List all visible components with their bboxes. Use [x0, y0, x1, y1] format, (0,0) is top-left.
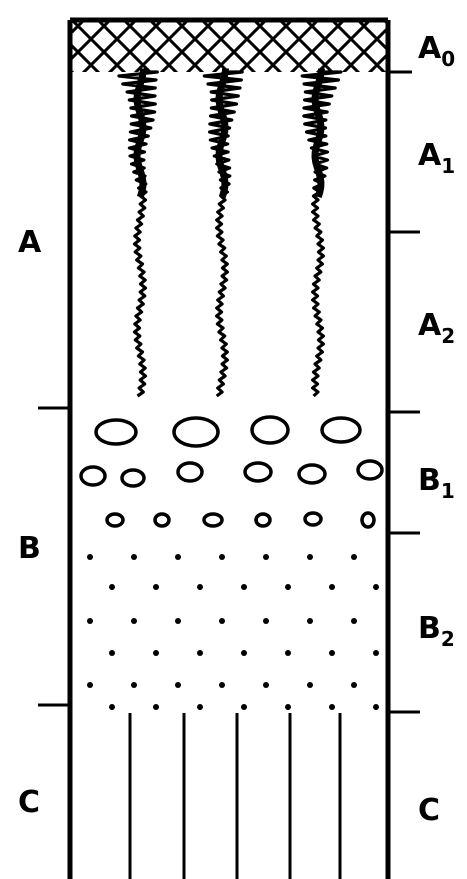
- b2-dot: [87, 554, 93, 560]
- leaching-streak-core: [133, 68, 148, 199]
- concretion-oval: [172, 416, 220, 448]
- b2-dot: [131, 554, 137, 560]
- b2-dot: [241, 650, 247, 656]
- b2-dot: [373, 584, 379, 590]
- concretion-oval: [254, 512, 272, 528]
- b2-dot: [131, 682, 137, 688]
- b2-dot: [219, 682, 225, 688]
- b2-dot: [351, 554, 357, 560]
- label-a2: A2: [418, 308, 455, 348]
- concretion-oval: [153, 512, 171, 528]
- b2-dot: [109, 650, 115, 656]
- leaching-streak-core: [215, 68, 230, 199]
- b2-dot: [263, 682, 269, 688]
- b1-accumulation-ovals: [79, 415, 384, 529]
- b2-dot: [87, 618, 93, 624]
- concretion-oval: [360, 511, 376, 529]
- b2-dot: [329, 650, 335, 656]
- b2-dot: [285, 584, 291, 590]
- label-b2: B2: [418, 611, 455, 651]
- b2-dot: [241, 704, 247, 710]
- label-c: C: [418, 793, 440, 828]
- right-boundary-ticks: [388, 70, 420, 714]
- concretion-oval: [105, 512, 125, 528]
- leaching-streaks: [117, 68, 343, 398]
- label-b1: B1: [418, 463, 455, 503]
- b2-dot: [175, 554, 181, 560]
- concretion-oval: [303, 511, 323, 527]
- b2-dot: [153, 584, 159, 590]
- b2-dot: [329, 584, 335, 590]
- b2-dot: [373, 650, 379, 656]
- label-horizon-c: C: [18, 785, 40, 820]
- b2-dot: [307, 682, 313, 688]
- concretion-oval: [120, 468, 146, 488]
- b2-dot: [351, 682, 357, 688]
- leaching-streak: [117, 70, 159, 398]
- b2-dot: [197, 650, 203, 656]
- label-horizon-a: A: [18, 225, 42, 260]
- leaching-streak: [300, 70, 343, 398]
- b2-dot: [153, 704, 159, 710]
- b2-dot: [263, 554, 269, 560]
- concretion-oval: [79, 465, 107, 487]
- b2-dot: [285, 650, 291, 656]
- b2-dot: [351, 618, 357, 624]
- leaching-streak: [202, 70, 244, 398]
- b2-dot: [175, 682, 181, 688]
- label-a1: A1: [418, 138, 455, 178]
- b2-dot: [373, 704, 379, 710]
- concretion-oval: [320, 416, 362, 444]
- left-boundary-ticks: [38, 406, 70, 707]
- b2-dot: [307, 618, 313, 624]
- b2-dot: [153, 650, 159, 656]
- b2-dot: [241, 584, 247, 590]
- b2-dot: [109, 584, 115, 590]
- concretion-oval: [243, 461, 273, 483]
- b2-dot: [219, 554, 225, 560]
- b2-dot: [307, 554, 313, 560]
- profile-column: [67, 17, 391, 879]
- b2-dot: [131, 618, 137, 624]
- concretion-oval: [250, 415, 290, 445]
- b2-dot: [109, 704, 115, 710]
- b2-dot: [197, 704, 203, 710]
- b2-dot: [285, 704, 291, 710]
- b2-dot: [329, 704, 335, 710]
- b2-dot: [87, 682, 93, 688]
- leaching-streak-core: [311, 68, 326, 199]
- concretion-oval: [202, 512, 224, 528]
- concretion-oval: [356, 459, 384, 481]
- b2-dot: [197, 584, 203, 590]
- b2-dot: [263, 618, 269, 624]
- b2-dot: [219, 618, 225, 624]
- concretion-oval: [94, 418, 138, 446]
- a0-humus-layer: [70, 22, 388, 72]
- label-a0: A0: [418, 31, 455, 71]
- c-horizon-lines: [128, 713, 342, 879]
- label-horizon-b: B: [18, 531, 41, 566]
- concretion-oval: [176, 461, 204, 483]
- concretion-oval: [297, 463, 327, 485]
- b2-dot: [175, 618, 181, 624]
- b2-dots: [87, 554, 379, 710]
